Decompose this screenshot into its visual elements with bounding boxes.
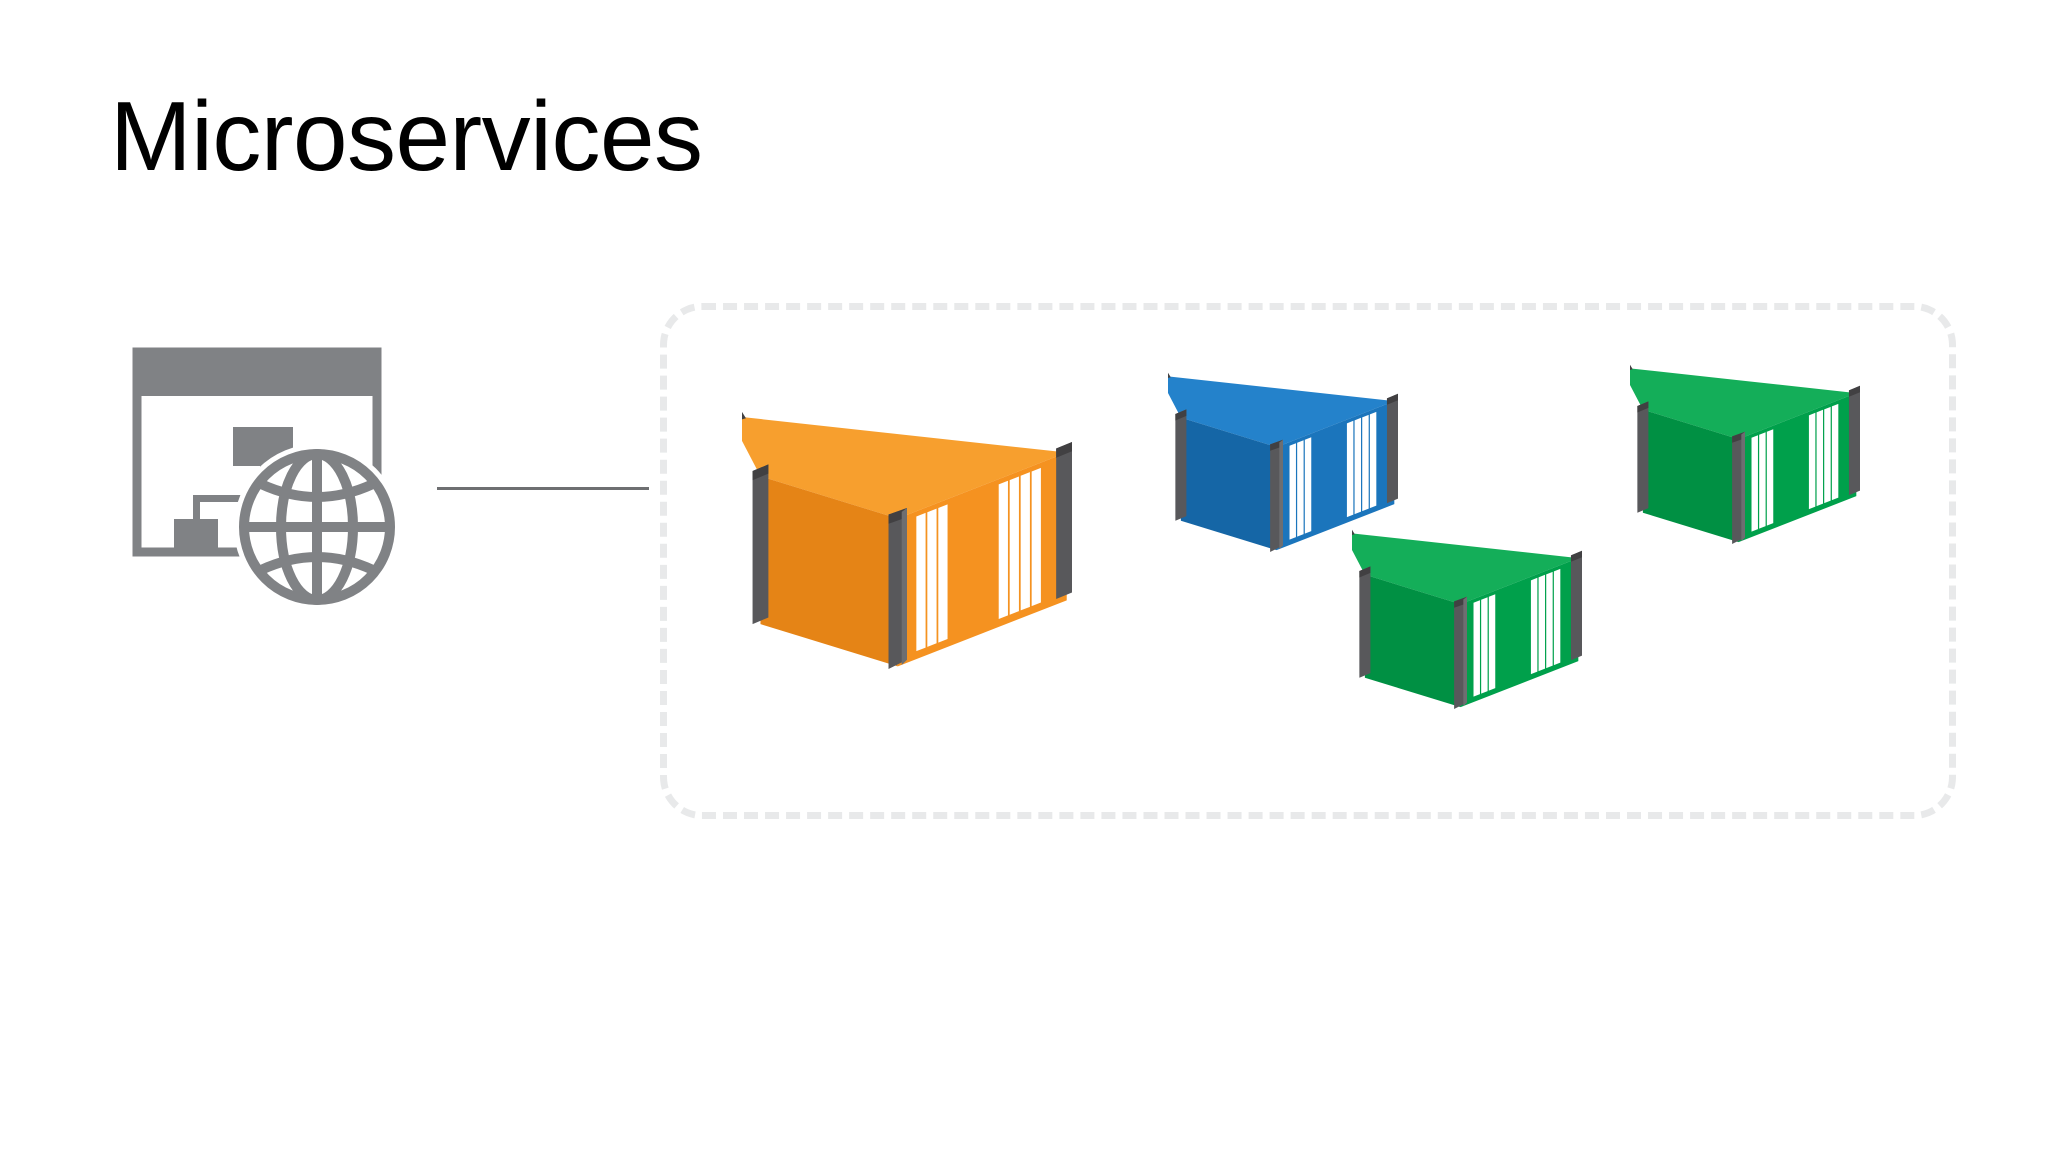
container-corner-posts bbox=[1352, 529, 1582, 709]
container-stripes bbox=[916, 467, 1041, 652]
container-corner-posts bbox=[1630, 364, 1860, 544]
container-left-face bbox=[760, 476, 898, 667]
container-body bbox=[742, 417, 1067, 667]
container-left-face bbox=[1180, 417, 1277, 551]
container-stripes bbox=[1289, 411, 1377, 540]
connector-line bbox=[437, 487, 649, 490]
blue-container[interactable] bbox=[1168, 368, 1407, 557]
container-body bbox=[1630, 368, 1857, 543]
container-stripes bbox=[1473, 568, 1561, 697]
container-stripes bbox=[1751, 403, 1839, 532]
container-top-face bbox=[1352, 533, 1579, 605]
green-container-upper[interactable] bbox=[1630, 360, 1869, 549]
container-top-face bbox=[1168, 376, 1395, 448]
page-title: Microservices bbox=[110, 81, 703, 191]
container-top-face bbox=[742, 417, 1067, 519]
microservices-boundary bbox=[660, 303, 1956, 819]
web-application-icon bbox=[130, 345, 450, 635]
container-corner-posts bbox=[742, 411, 1072, 669]
globe-icon bbox=[234, 444, 400, 610]
container-corner-posts bbox=[1168, 372, 1398, 552]
green-container-lower[interactable] bbox=[1352, 525, 1591, 714]
container-left-face bbox=[1364, 574, 1461, 708]
orange-container[interactable] bbox=[742, 405, 1085, 676]
container-left-face bbox=[1642, 409, 1739, 543]
container-body bbox=[1352, 533, 1579, 708]
container-body bbox=[1168, 376, 1395, 551]
container-top-face bbox=[1630, 368, 1857, 440]
